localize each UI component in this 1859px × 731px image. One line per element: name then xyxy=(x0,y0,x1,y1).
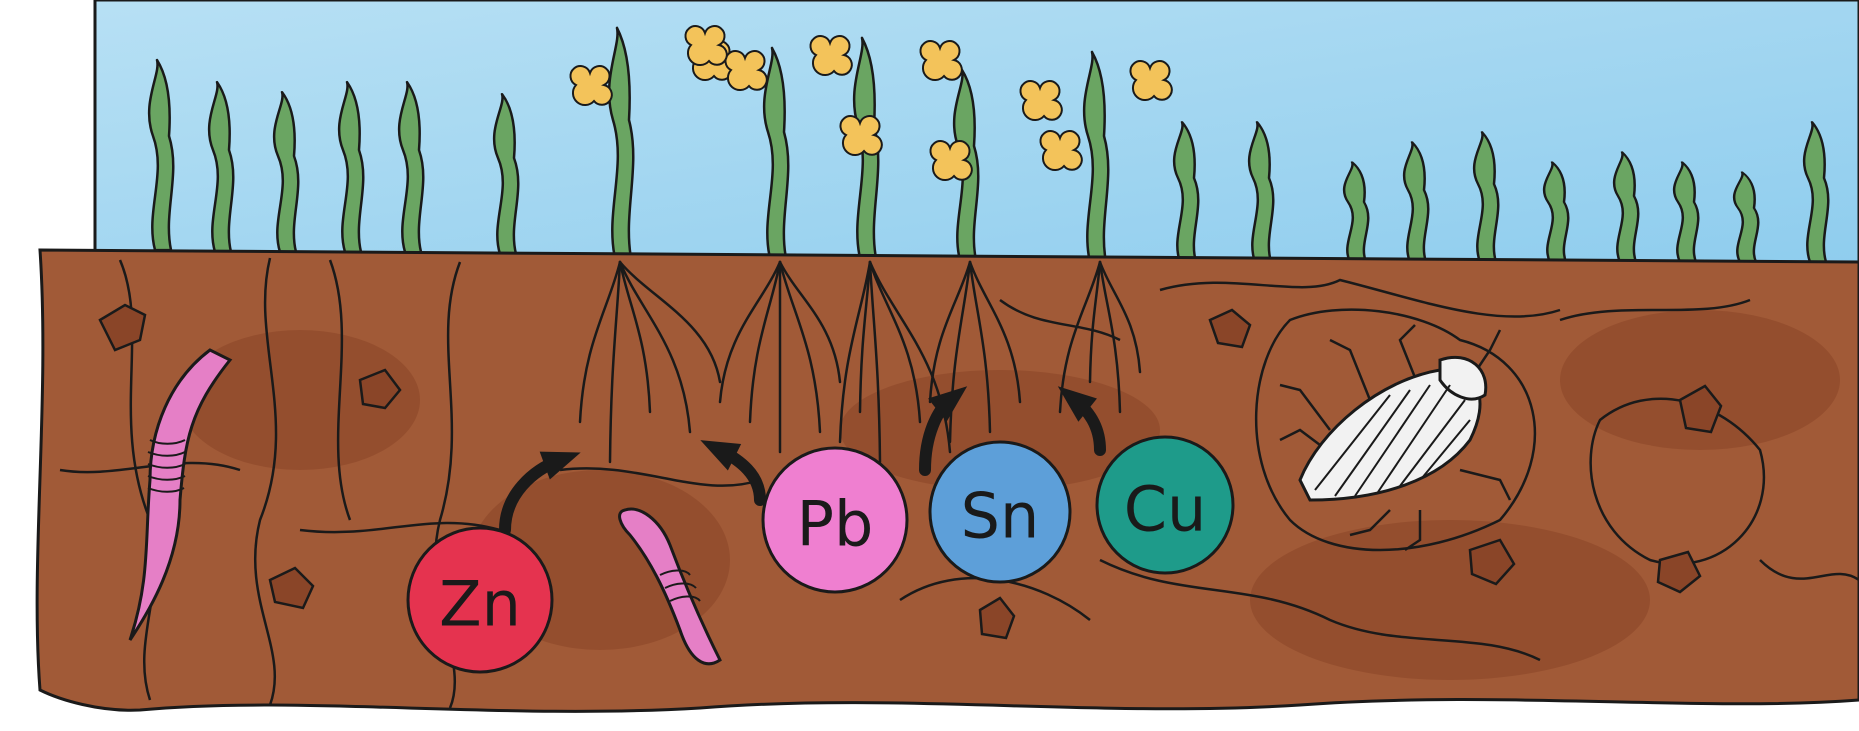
flower-icon xyxy=(1040,131,1081,170)
flower-icon xyxy=(810,36,851,75)
flower-icon xyxy=(1130,61,1171,100)
metal-symbol: Sn xyxy=(961,480,1040,553)
flower-icon xyxy=(920,41,961,80)
metal-symbol: Cu xyxy=(1124,473,1207,546)
metal-pb: Pb xyxy=(763,448,907,592)
flower-icon xyxy=(725,51,766,90)
flower-icon xyxy=(685,26,726,65)
flower-icon xyxy=(570,66,611,105)
metal-zn: Zn xyxy=(408,528,552,672)
flower-icon xyxy=(930,141,971,180)
metal-symbol: Pb xyxy=(797,488,874,561)
flower-icon xyxy=(840,116,881,155)
metal-sn: Sn xyxy=(930,442,1070,582)
metal-symbol: Zn xyxy=(439,568,521,641)
metal-cu: Cu xyxy=(1097,437,1233,573)
flower-icon xyxy=(1020,81,1061,120)
